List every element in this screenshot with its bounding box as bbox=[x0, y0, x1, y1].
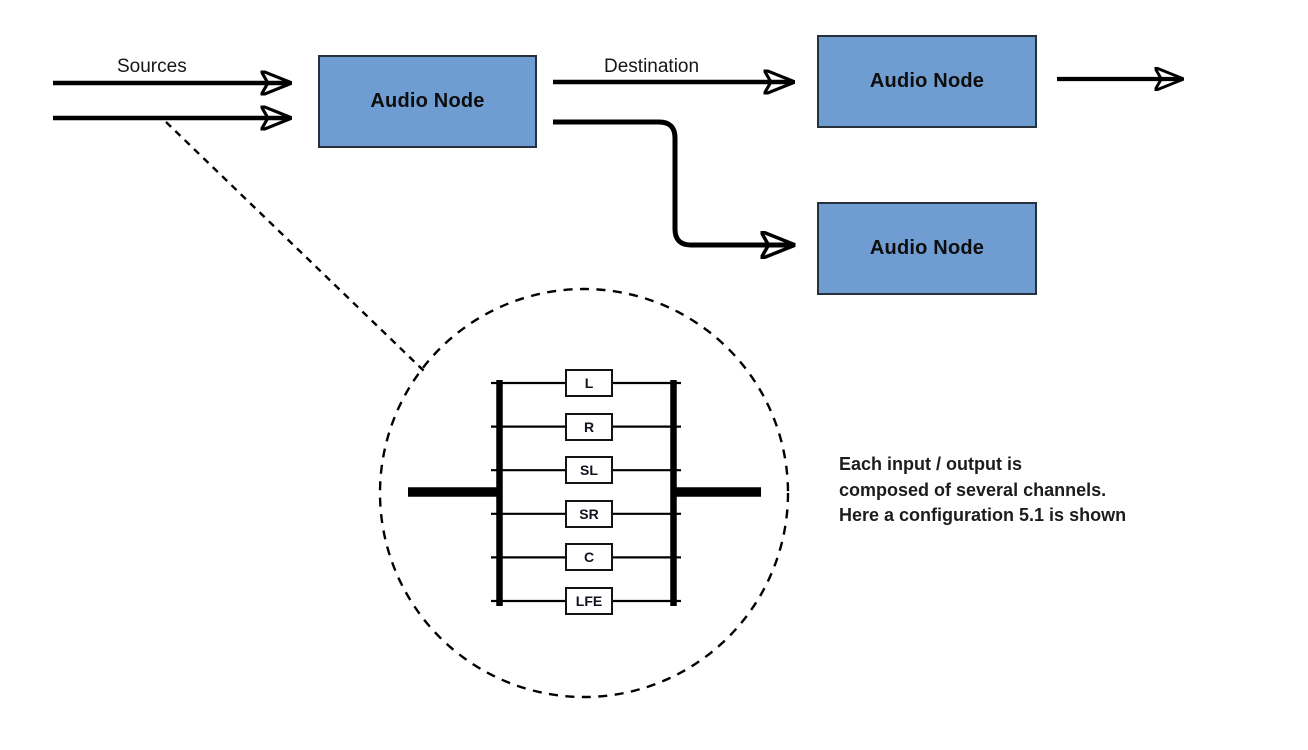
elbow-arrow bbox=[553, 119, 792, 245]
channel-box-sl: SL bbox=[565, 456, 613, 484]
channel-box-lfe: LFE bbox=[565, 587, 613, 615]
audio-node-destination-bottom: Audio Node bbox=[817, 202, 1037, 295]
channel-box-sr: SR bbox=[565, 500, 613, 528]
channel-box-c: C bbox=[565, 543, 613, 571]
annotation-line-2: composed of several channels. bbox=[839, 479, 1107, 500]
audio-node-source-label: Audio Node bbox=[370, 90, 485, 112]
annotation-line-1: Each input / output is bbox=[839, 454, 1022, 474]
channel-box-l: L bbox=[565, 369, 613, 397]
sources-label: Sources bbox=[117, 56, 187, 77]
annotation-text: Each input / output is composed of sever… bbox=[839, 452, 1126, 529]
zoom-circle bbox=[378, 287, 790, 699]
channel-box-r: R bbox=[565, 413, 613, 441]
annotation-line-3: Here a configuration 5.1 is shown bbox=[839, 505, 1127, 525]
audio-node-source: Audio Node bbox=[318, 55, 537, 148]
audio-node-destination-top-label: Audio Node bbox=[869, 70, 985, 92]
audio-node-destination-bottom-label: Audio Node bbox=[869, 237, 985, 259]
audio-node-destination-top: Audio Node bbox=[817, 35, 1037, 128]
callout-leader-line bbox=[165, 121, 425, 372]
destination-label: Destination bbox=[604, 56, 700, 77]
